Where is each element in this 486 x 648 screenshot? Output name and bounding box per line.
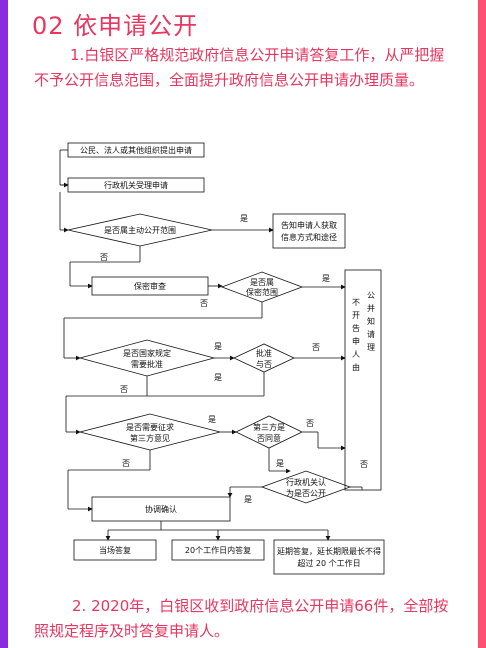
label-yes-7: 是 (244, 495, 252, 504)
text-third-agree-2: 否同意 (257, 433, 281, 443)
text-secrecy-review: 保密审查 (134, 281, 166, 291)
text-third-opinion-2: 第三方意见 (130, 433, 170, 443)
node-tell-method (272, 213, 346, 249)
node-reason-column (344, 269, 382, 491)
text-submit-application: 公民、法人或其他组织提出申请 (80, 145, 192, 155)
label-yes-4: 是 (214, 373, 222, 382)
label-yes-3: 是 (214, 342, 222, 351)
label-no-4: 否 (120, 385, 128, 394)
text-third-opinion-1: 是否需要征求 (126, 422, 174, 432)
label-yes-5: 是 (208, 415, 216, 424)
col-left-0: 不 (352, 298, 360, 307)
col-right-2: 知 (367, 316, 375, 326)
text-third-agree-1: 第三方是 (253, 422, 285, 432)
node-reply-now (73, 539, 157, 561)
section-heading: 02 依申请公开 (32, 12, 199, 40)
col-right-4: 理 (367, 343, 375, 352)
col-right-3: 请 (367, 329, 375, 339)
decision-third-party-agree (235, 415, 303, 449)
col-right-1: 并 (367, 303, 375, 313)
node-reply-extended (273, 539, 385, 575)
label-yes-1: 是 (240, 214, 248, 223)
label-no-2: 否 (200, 299, 208, 308)
col-left-2: 告 (352, 323, 360, 333)
label-no-7: 否 (360, 460, 368, 469)
left-accent-bar (0, 0, 8, 648)
text-secrecy-scope-1: 是否属 (250, 278, 274, 287)
col-left-3: 申 (352, 336, 360, 346)
col-left-5: 由 (352, 362, 360, 372)
label-yes-2: 是 (322, 274, 330, 283)
col-left-4: 人 (352, 350, 360, 359)
col-right-0: 公 (367, 291, 375, 300)
label-no-3: 否 (312, 343, 320, 352)
text-accept-application: 行政机关受理申请 (104, 180, 168, 190)
decision-third-party-opinion (79, 413, 221, 451)
right-accent-bar (478, 0, 486, 648)
text-secrecy-scope-2: 保密范围 (246, 287, 278, 297)
paragraph-1: 1.白银区严格规范政府信息公开申请答复工作，从严把握不予公开信息范围，全面提升政… (34, 46, 445, 89)
text-state-approval-2: 需要批准 (131, 359, 163, 369)
label-no-6: 否 (122, 459, 130, 468)
text-active-disclosure: 是否属主动公开范围 (104, 225, 176, 235)
text-coordination: 协调确认 (145, 504, 177, 514)
text-reply-20days: 20个工作日内答复 (185, 545, 251, 555)
label-yes-6: 是 (276, 459, 284, 468)
col-left-1: 开 (352, 311, 360, 320)
decision-state-approval (78, 339, 216, 377)
text-reply-now: 当场答复 (99, 545, 131, 555)
label-no-1: 否 (100, 253, 108, 262)
text-tell-method-2: 信息方式和途径 (281, 232, 337, 242)
text-tell-method-1: 告知申请人获取 (281, 220, 337, 230)
text-reply-extended-1: 延期答复，延长期限最长不得 (277, 546, 381, 556)
text-reply-extended-2: 超过 20 个工作日 (297, 558, 360, 568)
text-agency-disclose-2: 为是否公开 (286, 488, 326, 498)
label-no-5: 否 (306, 419, 314, 428)
decision-agency-disclose (260, 470, 352, 504)
text-state-approval-1: 是否国家规定 (123, 348, 171, 358)
text-approved-2: 与否 (256, 360, 272, 369)
decision-secrecy-scope (220, 271, 304, 303)
text-approved-1: 批准 (256, 348, 272, 358)
paragraph-2: 2. 2020年，白银区收到政府信息公开申请66件，全部按照规定程序及时答复申请… (34, 597, 449, 640)
text-agency-disclose-1: 行政机关认 (286, 477, 326, 487)
